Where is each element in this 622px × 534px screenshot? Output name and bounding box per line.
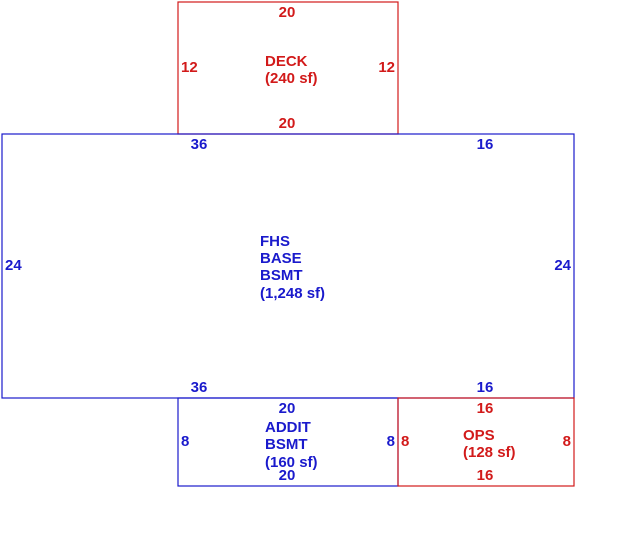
deck-area: (240 sf) (265, 70, 318, 87)
main-left-dimension: 24 (5, 257, 22, 274)
addit-name-line-1: ADDIT (265, 419, 311, 436)
main-area: (1,248 sf) (260, 285, 325, 302)
main-name-line-1: FHS (260, 233, 290, 250)
main-name-line-2: BASE (260, 250, 302, 267)
ops-left-dimension: 8 (401, 433, 409, 450)
main-section: 36 16 36 16 24 24 FHS BASE BSMT (1,248 s… (1, 133, 575, 399)
deck-section: 20 20 12 12 DECK (240 sf) (177, 1, 399, 135)
ops-bottom-dimension: 16 (477, 467, 494, 484)
addit-left-dimension: 8 (181, 433, 189, 450)
ops-section: 16 16 8 8 OPS (128 sf) (397, 397, 575, 487)
ops-area: (128 sf) (463, 444, 516, 461)
addit-name-line-2: BSMT (265, 436, 308, 453)
main-bottom-left-dimension: 36 (191, 379, 208, 396)
addit-top-dimension: 20 (279, 400, 296, 417)
addit-bottom-dimension: 20 (279, 467, 296, 484)
ops-top-dimension: 16 (477, 400, 494, 417)
deck-top-dimension: 20 (279, 4, 296, 21)
addit-right-dimension: 8 (387, 433, 395, 450)
ops-outline (397, 397, 575, 487)
deck-right-dimension: 12 (378, 59, 395, 76)
addit-section: 20 20 8 8 ADDIT BSMT (160 sf) (177, 397, 399, 487)
deck-left-dimension: 12 (181, 59, 198, 76)
main-name-line-3: BSMT (260, 267, 303, 284)
ops-right-dimension: 8 (563, 433, 571, 450)
addit-area: (160 sf) (265, 454, 318, 471)
main-top-right-dimension: 16 (477, 136, 494, 153)
deck-bottom-dimension: 20 (279, 115, 296, 132)
ops-name: OPS (463, 427, 495, 444)
deck-name: DECK (265, 53, 308, 70)
main-right-dimension: 24 (554, 257, 571, 274)
main-bottom-right-dimension: 16 (477, 379, 494, 396)
main-top-left-dimension: 36 (191, 136, 208, 153)
